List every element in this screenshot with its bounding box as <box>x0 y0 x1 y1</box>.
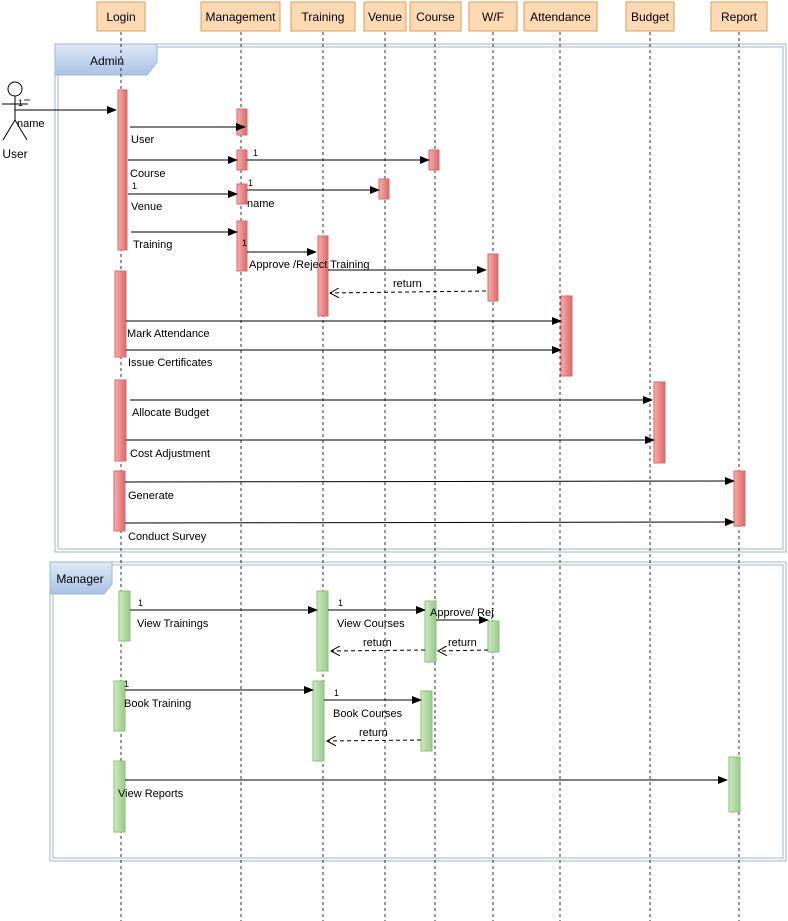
message-mark-attendance-label: Mark Attendance <box>127 328 210 340</box>
message-approve-label: Approve /Reject Training <box>249 259 369 271</box>
admin-frame: Admin <box>54 43 787 553</box>
message-user-label: User <box>131 134 155 146</box>
admin-message-labels: User Course 1 1 Venue 1 name Training 1 … <box>127 134 422 543</box>
message-generate-label: Generate <box>128 490 174 502</box>
activation-budget-1 <box>653 381 666 464</box>
message-approve-rej-label: Approve/ Rej <box>430 607 494 619</box>
manager-frame: Manager <box>49 561 787 862</box>
lifeline-attendance[interactable]: Attendance <box>523 1 598 32</box>
activation-management-1 <box>236 108 248 136</box>
message-generate-arrow <box>124 477 735 486</box>
message-venue-label: Venue <box>131 201 162 213</box>
message-conduct-survey-arrow <box>124 518 735 527</box>
lifeline-training-label: Training <box>302 10 345 24</box>
activation-course-3 <box>420 690 433 752</box>
activation-login-2 <box>114 270 127 358</box>
actor-label: User <box>2 147 27 161</box>
message-return-3-label: return <box>363 637 392 649</box>
activation-management-4 <box>236 220 248 272</box>
activation-course-2 <box>424 600 437 663</box>
lifeline-headers: Login Management Training Venue Course W… <box>96 1 768 32</box>
actor-attribute-label: name <box>17 118 45 130</box>
lifeline-login-label: Login <box>106 10 135 24</box>
lifeline-budget-label: Budget <box>631 10 670 24</box>
message-venue-forward-multiplicity: 1 <box>248 178 253 188</box>
activation-course-1 <box>428 149 440 171</box>
activation-wf-2 <box>487 620 500 653</box>
activation-wf-1 <box>487 253 499 302</box>
message-venue-attribute: name <box>247 198 275 210</box>
lifeline-venue[interactable]: Venue <box>363 1 407 32</box>
lifeline-report-label: Report <box>721 10 758 24</box>
message-return-2-label: return <box>448 637 477 649</box>
activation-venue-1 <box>378 178 390 200</box>
activation-login-7 <box>113 760 126 833</box>
lifeline-attendance-label: Attendance <box>530 10 591 24</box>
message-view-trainings-label: View Trainings <box>137 618 209 630</box>
lifeline-course[interactable]: Course <box>409 1 462 32</box>
lifeline-management-label: Management <box>205 10 276 24</box>
message-book-courses-label: Book Courses <box>333 708 403 720</box>
admin-messages <box>15 106 735 527</box>
activation-login-4 <box>113 470 126 532</box>
activation-training-1 <box>317 235 329 317</box>
message-allocate-budget-label: Allocate Budget <box>132 407 209 419</box>
manager-frame-title: Manager <box>56 572 103 586</box>
activation-training-3 <box>312 680 325 762</box>
message-book-training-multiplicity: 1 <box>124 679 129 689</box>
activation-management-2 <box>236 149 248 171</box>
lifeline-venue-label: Venue <box>368 10 402 24</box>
message-venue-multiplicity: 1 <box>132 181 137 191</box>
message-conduct-survey-label: Conduct Survey <box>128 531 207 543</box>
lifeline-management[interactable]: Management <box>200 1 281 32</box>
message-course-label: Course <box>130 168 165 180</box>
activation-report-2 <box>728 756 741 813</box>
actor-head-icon <box>7 81 23 97</box>
activation-attendance-1 <box>560 295 573 377</box>
message-return-3-arrow <box>331 650 426 651</box>
activation-management-3 <box>236 183 248 205</box>
lifeline-budget[interactable]: Budget <box>625 1 675 32</box>
manager-activations <box>113 590 741 833</box>
lifeline-wf[interactable]: W/F <box>468 1 518 32</box>
message-issue-certificates-label: Issue Certificates <box>128 357 213 369</box>
lifeline-report[interactable]: Report <box>710 1 768 32</box>
message-return-2-arrow <box>438 650 489 651</box>
activation-login-3 <box>114 379 127 462</box>
manager-messages <box>125 606 728 784</box>
message-view-trainings-multiplicity: 1 <box>138 598 143 608</box>
message-book-training-label: Book Training <box>124 698 191 710</box>
message-book-courses-multiplicity: 1 <box>334 688 339 698</box>
message-course-multiplicity: 1 <box>253 148 258 158</box>
message-view-reports-label: View Reports <box>118 788 184 800</box>
message-training-multiplicity: 1 <box>242 238 247 248</box>
admin-frame-title: Admin <box>90 54 124 68</box>
lifeline-training[interactable]: Training <box>290 1 356 32</box>
activation-training-2 <box>316 590 329 672</box>
lifeline-course-label: Course <box>416 10 455 24</box>
admin-activations <box>113 89 746 532</box>
message-training-label: Training <box>133 239 172 251</box>
message-view-courses-label: View Courses <box>337 618 405 630</box>
actor-multiplicity: 1 <box>18 98 23 108</box>
manager-message-labels: 1 View Trainings 1 View Courses Approve/… <box>118 598 494 800</box>
message-return-1-label: return <box>393 278 422 290</box>
activation-login-6 <box>113 680 126 732</box>
message-return-4-label: return <box>359 727 388 739</box>
activation-login-5 <box>118 590 131 642</box>
activation-report-1 <box>733 470 746 527</box>
activation-login-1 <box>117 89 128 251</box>
message-view-courses-multiplicity: 1 <box>338 598 343 608</box>
lifeline-wf-label: W/F <box>482 10 504 24</box>
message-return-4-arrow <box>327 740 422 741</box>
message-cost-adjustment-label: Cost Adjustment <box>130 448 210 460</box>
user-actor[interactable] <box>2 81 28 141</box>
message-return-1-arrow <box>330 291 487 293</box>
lifeline-login[interactable]: Login <box>96 1 146 32</box>
